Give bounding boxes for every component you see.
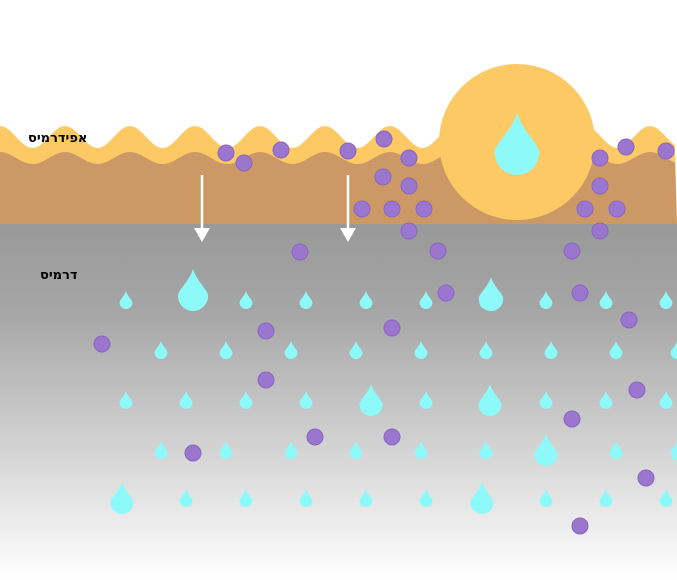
water-drop-icon [119, 291, 133, 309]
water-drop-icon [479, 441, 493, 459]
particle-dot [383, 200, 401, 218]
water-drop-icon [239, 291, 253, 309]
particle-dot [571, 517, 589, 535]
particle-dot [591, 177, 609, 195]
water-drop-icon [414, 341, 428, 359]
epidermis-label: אפידרמיס [28, 131, 88, 146]
water-drop-icon [239, 489, 253, 507]
water-drop-icon [359, 291, 373, 309]
water-drop-icon [414, 441, 428, 459]
particle-dot [415, 200, 433, 218]
particle-dot [576, 200, 594, 218]
water-drop-icon [179, 391, 193, 409]
particle-dot [93, 335, 111, 353]
water-drop-icon [154, 341, 168, 359]
water-drop-icon [177, 269, 209, 311]
water-drop-icon [470, 482, 494, 514]
water-drop-icon [599, 391, 613, 409]
particle-dot [620, 311, 638, 329]
particle-dot [657, 142, 675, 160]
particle-dot [400, 222, 418, 240]
water-drop-icon [539, 391, 553, 409]
water-drop-icon [478, 277, 504, 312]
particle-dot [291, 243, 309, 261]
water-drop-icon [659, 391, 673, 409]
particle-dot [637, 469, 655, 487]
particle-dot [375, 130, 393, 148]
water-drop-icon [609, 441, 623, 459]
water-drop-icon [359, 489, 373, 507]
particle-dot [257, 322, 275, 340]
water-drops [110, 113, 677, 514]
water-drop-icon [670, 341, 677, 359]
water-drop-icon [349, 441, 363, 459]
water-drop-icon [219, 441, 233, 459]
particle-dot [257, 371, 275, 389]
water-drop-icon [539, 291, 553, 309]
water-drop-icon [670, 441, 677, 459]
particle-dot [563, 242, 581, 260]
arrow-down-icon [194, 175, 210, 242]
water-drop-icon [419, 391, 433, 410]
particle-dot [353, 200, 371, 218]
water-drop-icon [299, 489, 313, 507]
water-drop-icon [599, 489, 613, 507]
particles [93, 130, 675, 535]
particle-dot [217, 144, 235, 162]
arrow-down-icon [340, 175, 356, 242]
particle-dot [184, 444, 202, 462]
particle-dot [235, 154, 253, 172]
dermis-layer [0, 224, 677, 580]
water-drop-icon [659, 489, 673, 507]
particle-dot [591, 149, 609, 167]
water-drop-icon [419, 489, 433, 507]
water-drop-icon [609, 341, 623, 359]
water-drop-icon [119, 391, 133, 409]
particle-dot [400, 149, 418, 167]
particle-dot [563, 410, 581, 428]
particle-dot [571, 284, 589, 302]
particle-dot [591, 222, 609, 240]
water-drop-icon [110, 482, 134, 514]
penetration-arrows [194, 175, 356, 242]
water-drop-icon [284, 441, 298, 459]
water-drop-icon [478, 384, 502, 416]
water-drop-icon [239, 391, 253, 409]
water-drop-icon [284, 341, 298, 359]
water-drop-icon [349, 341, 363, 359]
particle-dot [383, 319, 401, 337]
water-drop-icon [299, 291, 313, 309]
particle-dot [374, 168, 392, 186]
particle-dot [437, 284, 455, 302]
water-drop-icon [154, 441, 168, 459]
water-drop-icon [419, 291, 433, 309]
particle-dot [306, 428, 324, 446]
particle-dot [608, 200, 626, 218]
dermis-label: דרמיס [40, 268, 78, 283]
pore-water-drop-icon [494, 113, 540, 175]
water-drop-icon [479, 341, 493, 359]
water-drop-icon [179, 489, 193, 507]
water-drop-icon [544, 341, 558, 359]
particle-dot [383, 428, 401, 446]
water-drop-icon [299, 391, 313, 410]
particle-dot [272, 141, 290, 159]
water-drop-icon [659, 291, 673, 309]
particle-dot [400, 177, 418, 195]
particle-dot [339, 142, 357, 160]
particle-dot [617, 138, 635, 156]
particle-dot [429, 242, 447, 260]
water-drop-icon [539, 489, 553, 507]
water-drop-icon [219, 341, 233, 359]
particle-dot [628, 381, 646, 399]
water-drop-icon [534, 434, 558, 467]
water-drop-icon [599, 291, 613, 309]
water-drop-icon [359, 384, 383, 416]
